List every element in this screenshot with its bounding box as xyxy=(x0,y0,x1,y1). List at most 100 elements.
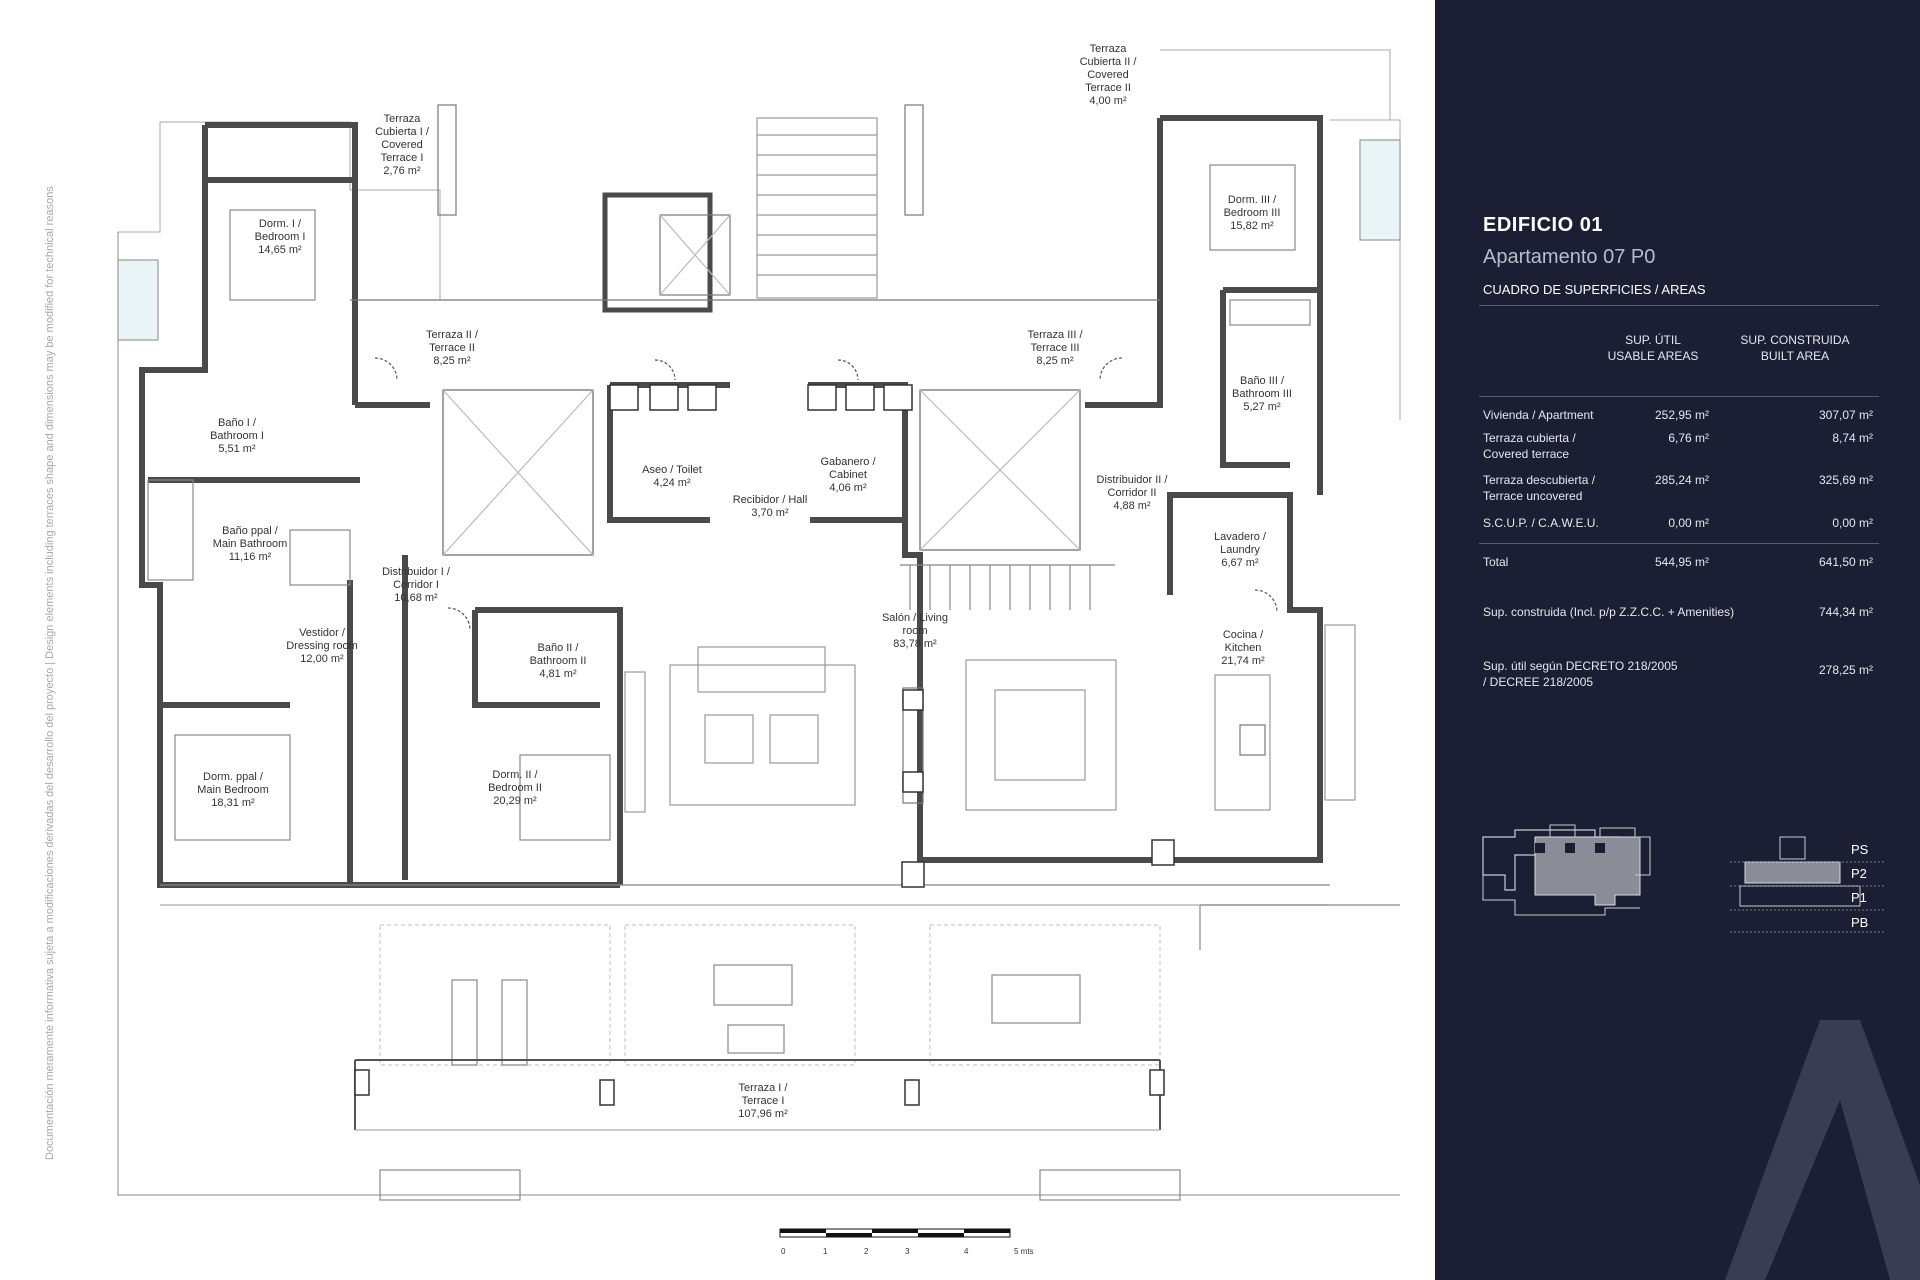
scale-tick-label: 4 xyxy=(964,1247,969,1256)
room-area: 5,51 m² xyxy=(218,443,256,455)
room-name-line: Bedroom I xyxy=(255,231,306,243)
room-name-line: Terrace I xyxy=(742,1095,785,1107)
room-area: 4,06 m² xyxy=(829,482,867,494)
row-label-line: Terrace uncovered xyxy=(1483,489,1583,503)
room-area: 2,76 m² xyxy=(383,165,421,177)
row-label: Vivienda / Apartment xyxy=(1483,408,1594,422)
room-area: 11,16 m² xyxy=(229,551,272,563)
row-label: Total xyxy=(1483,555,1509,569)
room-name-line: Gabanero / xyxy=(820,456,876,468)
room-name-line: Dorm. II / xyxy=(492,769,538,781)
room-name-line: Baño ppal / xyxy=(222,525,279,537)
room-name-line: Terrace I xyxy=(381,152,424,164)
room-name-line: Covered xyxy=(381,139,423,151)
room-name-line: Main Bathroom xyxy=(213,538,288,550)
useful-value: 252,95 m² xyxy=(1654,408,1709,422)
scale-tick-label: 2 xyxy=(864,1247,869,1256)
col-useful-header-line: SUP. ÚTIL xyxy=(1625,333,1681,347)
room-name-line: Covered xyxy=(1087,69,1129,81)
scale-tick-label: 5 mts xyxy=(1014,1247,1034,1256)
room-name-line: Cocina / xyxy=(1223,629,1264,641)
room-name-line: Lavadero / xyxy=(1214,531,1267,543)
col-useful-header-line: USABLE AREAS xyxy=(1607,349,1699,363)
room-name-line: Bathroom III xyxy=(1232,388,1292,400)
room-area: 4,00 m² xyxy=(1089,95,1127,107)
building-title: EDIFICIO 01 xyxy=(1483,214,1603,236)
room-label-terraza-2: Terraza II /Terrace II8,25 m² xyxy=(426,329,479,367)
col-useful-header: SUP. ÚTIL USABLE AREAS xyxy=(1593,332,1713,364)
room-name-line: Cubierta II / xyxy=(1080,56,1138,68)
room-name-line: Terraza xyxy=(384,113,422,125)
room-label-bano-1: Baño I /Bathroom I5,51 m² xyxy=(210,417,264,455)
divider xyxy=(1479,305,1879,306)
useful-value: 544,95 m² xyxy=(1654,555,1709,569)
room-name-line: Baño III / xyxy=(1240,375,1285,387)
room-name-line: Laundry xyxy=(1220,544,1260,556)
room-area: 10,68 m² xyxy=(394,592,438,604)
row-label: Sup. útil según DECRETO 218/2005 / DECRE… xyxy=(1483,658,1678,690)
room-area: 12,00 m² xyxy=(300,653,344,665)
useful-value: 6,76 m² xyxy=(1668,431,1709,445)
level-ps: PS xyxy=(1851,842,1869,857)
room-area: 20,29 m² xyxy=(493,795,537,807)
room-name-line: Bedroom II xyxy=(488,782,542,794)
row-label: Sup. construida (Incl. p/p Z.Z.C.C. + Am… xyxy=(1483,605,1735,619)
level-pb: PB xyxy=(1851,915,1869,930)
built-value: 8,74 m² xyxy=(1832,431,1873,445)
room-area: 21,74 m² xyxy=(1221,655,1265,667)
row-label-line: Sup. útil según DECRETO 218/2005 xyxy=(1483,659,1678,673)
room-name-line: Recibidor / Hall xyxy=(733,494,808,506)
room-name-line: Distribuidor I / xyxy=(382,566,451,578)
room-area: 4,81 m² xyxy=(539,668,577,680)
room-name-line: Baño II / xyxy=(538,642,580,654)
row-label: S.C.U.P. / C.A.W.E.U. xyxy=(1483,516,1599,530)
apartment-subtitle: Apartamento 07 P0 xyxy=(1483,246,1656,268)
useful-value: 285,24 m² xyxy=(1654,473,1709,487)
room-area: 4,24 m² xyxy=(653,477,691,489)
room-name-line: Terraza xyxy=(1090,43,1128,55)
row-label-line: Terraza cubierta / xyxy=(1483,431,1576,445)
room-area: 3,70 m² xyxy=(751,507,789,519)
level-p2: P2 xyxy=(1851,866,1867,881)
level-p1: P1 xyxy=(1851,890,1867,905)
room-name-line: Dorm. III / xyxy=(1228,194,1277,206)
room-label-bano-2: Baño II /Bathroom II4,81 m² xyxy=(530,642,587,680)
room-name-line: Kitchen xyxy=(1225,642,1262,654)
built-incl-value: 744,34 m² xyxy=(1818,605,1873,619)
room-name-line: Dorm. I / xyxy=(259,218,302,230)
divider xyxy=(1479,396,1879,397)
built-value: 641,50 m² xyxy=(1818,555,1873,569)
room-name-line: Aseo / Toilet xyxy=(642,464,702,476)
room-name-line: Distribuidor II / xyxy=(1097,474,1169,486)
brand-logo xyxy=(1725,1020,1920,1280)
row-label-line: / DECREE 218/2005 xyxy=(1483,675,1594,689)
room-name-line: Bathroom I xyxy=(210,430,264,442)
key-plan xyxy=(1482,824,1885,933)
built-value: 307,07 m² xyxy=(1818,408,1873,422)
divider xyxy=(1479,543,1879,544)
scale-tick-label: 0 xyxy=(781,1247,786,1256)
room-name-line: Terraza I / xyxy=(739,1082,789,1094)
room-label-distribuidor-1: Distribuidor I /Corridor I10,68 m² xyxy=(382,566,451,604)
areas-panel: EDIFICIO 01 Apartamento 07 P0 CUADRO DE … xyxy=(1435,0,1920,1280)
room-area: 18,31 m² xyxy=(211,797,255,809)
col-built-header: SUP. CONSTRUIDA BUILT AREA xyxy=(1725,332,1865,364)
row-label: Terraza descubierta / Terrace uncovered xyxy=(1483,472,1595,504)
room-name-line: Baño I / xyxy=(218,417,257,429)
room-area: 14,65 m² xyxy=(258,244,302,256)
row-label: Terraza cubierta / Covered terrace xyxy=(1483,430,1576,462)
